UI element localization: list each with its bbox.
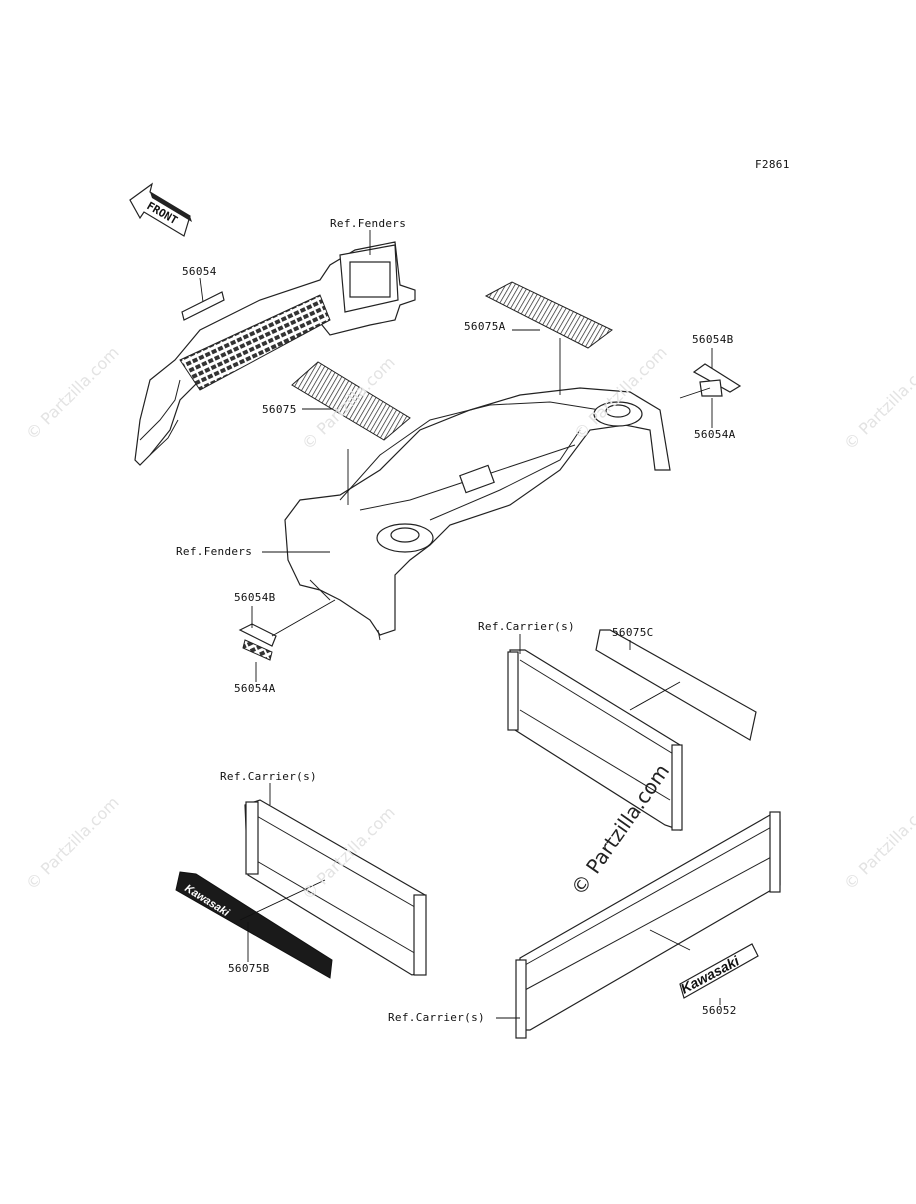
emblem-56052-text: Kawasaki [678,952,743,997]
decal-56054B-left [238,623,277,647]
label-ref-carrier-bottom: Ref.Carrier(s) [388,1011,485,1024]
label-56075A: 56075A [464,320,506,333]
decal-56054A-left [242,639,273,661]
label-56075B: 56075B [228,962,270,975]
decal-56075A [484,281,613,349]
label-56054: 56054 [182,265,217,278]
decal-56075C [595,629,757,741]
label-56075: 56075 [262,403,297,416]
diagram-code: F2861 [755,158,790,171]
tailgate-panel [515,811,781,1039]
label-ref-fenders-left: Ref.Fenders [176,545,253,558]
label-56054B-left: 56054B [234,591,276,604]
front-arrow-icon: FRONT [129,182,192,237]
label-ref-carrier-left: Ref.Carrier(s) [220,770,317,783]
decal-56054A-right [699,379,723,397]
decal-56075 [291,361,411,441]
label-ref-fenders-top: Ref.Fenders [330,217,407,230]
carrier-panel-left [244,799,427,976]
label-56075C: 56075C [612,626,654,639]
label-ref-carrier-right: Ref.Carrier(s) [478,620,575,633]
label-56054B-right: 56054B [692,333,734,346]
rear-fender-assembly [284,387,671,641]
emblem-56052: Kawasaki [678,943,759,999]
label-56052: 56052 [702,1004,737,1017]
label-56054A-left: 56054A [234,682,276,695]
label-56054A-right: 56054A [694,428,736,441]
carrier-panel-right [507,649,683,831]
decal-56054 [181,291,225,321]
leader-lines [199,230,721,1019]
front-fender-assembly [134,241,416,466]
